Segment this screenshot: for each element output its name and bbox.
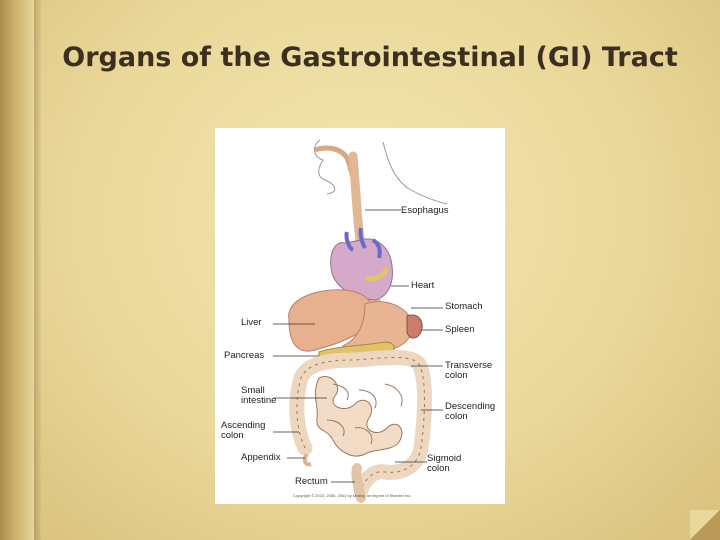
- label-ascending-colon: Ascending colon: [221, 421, 271, 441]
- label-stomach: Stomach: [445, 302, 483, 312]
- label-transverse-colon: Transverse colon: [445, 361, 505, 381]
- slide-title: Organs of the Gastrointestinal (GI) Trac…: [60, 28, 680, 88]
- neck-outline: [383, 142, 447, 204]
- label-pancreas: Pancreas: [224, 351, 264, 361]
- spleen-shape: [407, 315, 422, 338]
- label-heart: Heart: [411, 281, 434, 291]
- small-intestine-shape: [315, 377, 402, 456]
- label-esophagus: Esophagus: [401, 206, 449, 216]
- label-small-intestine: Small intestine: [241, 386, 277, 406]
- appendix-shape: [305, 454, 311, 464]
- label-sigmoid-colon: Sigmoid colon: [427, 454, 477, 474]
- figure-copyright: Copyright © 2010, 2006, 2002 by Mosby, a…: [293, 493, 412, 498]
- gi-tract-illustration: [215, 128, 505, 504]
- label-rectum: Rectum: [295, 477, 328, 487]
- gi-tract-figure: Esophagus Heart Stomach Liver Spleen Pan…: [215, 128, 505, 504]
- label-descending-colon: Descending colon: [445, 402, 505, 422]
- label-appendix: Appendix: [241, 453, 281, 463]
- page-curl: [690, 510, 720, 540]
- label-liver: Liver: [241, 318, 262, 328]
- book-spine: [0, 0, 34, 540]
- label-spleen: Spleen: [445, 325, 475, 335]
